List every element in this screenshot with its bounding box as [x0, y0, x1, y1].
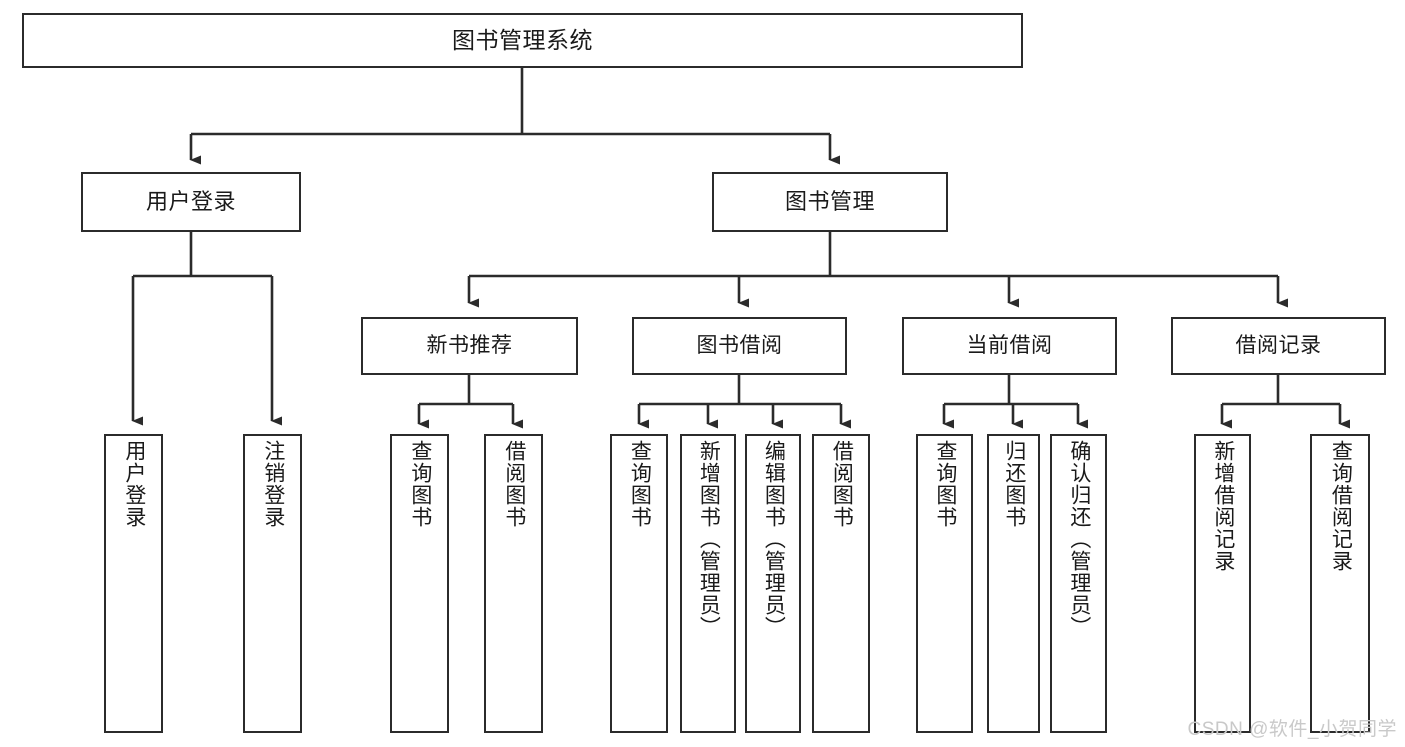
leaf-add-book-admin[interactable]: 新增图书（管理员） — [680, 434, 736, 733]
node-new-book-recommend[interactable]: 新书推荐 — [361, 317, 578, 375]
leaf-borrow-book-recommend[interactable]: 借阅图书 — [484, 434, 543, 733]
node-label: 注销登录 — [261, 440, 285, 528]
node-label: 新增图书（管理员） — [697, 440, 721, 638]
node-label: 确认归还（管理员） — [1067, 440, 1091, 638]
node-label: 借阅记录 — [1235, 334, 1322, 358]
node-label: 用户登录 — [145, 188, 236, 214]
watermark: CSDN @软件_小贺同学 — [1187, 719, 1397, 740]
node-label: 编辑图书（管理员） — [762, 440, 786, 638]
node-book-borrow[interactable]: 图书借阅 — [632, 317, 847, 375]
node-label: 归还图书 — [1002, 440, 1026, 528]
node-label: 用户登录 — [122, 440, 146, 528]
node-borrow-records[interactable]: 借阅记录 — [1171, 317, 1386, 375]
node-label: 图书借阅 — [696, 334, 783, 358]
node-label: 新增借阅记录 — [1211, 440, 1235, 572]
node-label: 当前借阅 — [966, 334, 1053, 358]
node-label: 查询图书 — [408, 440, 432, 528]
node-label: 新书推荐 — [426, 334, 513, 358]
leaf-add-borrow-record[interactable]: 新增借阅记录 — [1194, 434, 1251, 733]
node-root-system[interactable]: 图书管理系统 — [22, 13, 1023, 68]
leaf-borrow-book[interactable]: 借阅图书 — [812, 434, 870, 733]
node-current-borrow[interactable]: 当前借阅 — [902, 317, 1117, 375]
leaf-logout[interactable]: 注销登录 — [243, 434, 302, 733]
node-label: 查询图书 — [933, 440, 957, 528]
leaf-return-book[interactable]: 归还图书 — [987, 434, 1040, 733]
leaf-query-book-current[interactable]: 查询图书 — [916, 434, 973, 733]
leaf-edit-book-admin[interactable]: 编辑图书（管理员） — [745, 434, 801, 733]
leaf-query-borrow-record[interactable]: 查询借阅记录 — [1310, 434, 1370, 733]
leaf-user-login[interactable]: 用户登录 — [104, 434, 163, 733]
node-label: 图书管理系统 — [452, 26, 593, 53]
leaf-confirm-return-admin[interactable]: 确认归还（管理员） — [1050, 434, 1107, 733]
node-book-management[interactable]: 图书管理 — [712, 172, 948, 232]
leaf-query-book-recommend[interactable]: 查询图书 — [390, 434, 449, 733]
node-label: 借阅图书 — [830, 440, 854, 528]
node-label: 查询借阅记录 — [1329, 440, 1353, 572]
node-user-login[interactable]: 用户登录 — [81, 172, 301, 232]
leaf-query-book-borrow[interactable]: 查询图书 — [610, 434, 668, 733]
node-label: 图书管理 — [784, 188, 875, 214]
node-label: 借阅图书 — [502, 440, 526, 528]
node-label: 查询图书 — [628, 440, 652, 528]
